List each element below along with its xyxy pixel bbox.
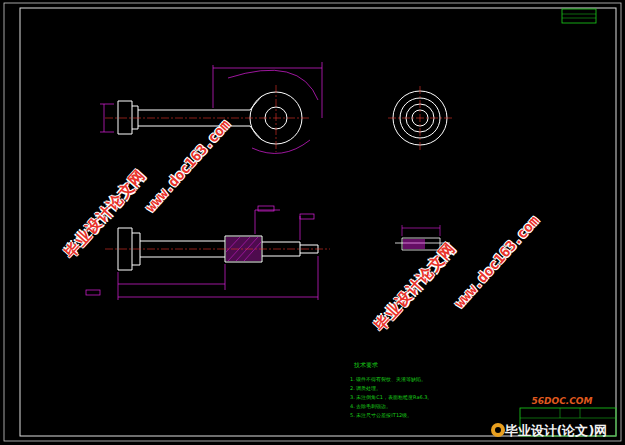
technical-note: 2. 调质处理。	[350, 386, 381, 392]
watermark-text: 毕业设计论文网	[61, 167, 148, 261]
watermark-site: 毕业设计(论文)网	[505, 424, 608, 438]
watermark-text: 毕业设计论文网	[371, 240, 458, 334]
technical-note: 5. 未注尺寸公差按IT12级。	[350, 413, 412, 419]
technical-note: 4. 去除毛刺锐边。	[350, 404, 391, 410]
watermark-url: www.doc163.com	[452, 213, 542, 311]
technical-note: 3. 未注倒角C1，表面粗糙度Ra6.3。	[350, 395, 432, 401]
notes-heading: 技术要求	[354, 362, 378, 369]
watermark-url: www.doc163.com	[143, 117, 233, 215]
watermark-site: 56DOC.COM	[532, 397, 593, 407]
technical-note: 1. 锻件不得有裂纹、夹渣等缺陷。	[350, 377, 426, 383]
